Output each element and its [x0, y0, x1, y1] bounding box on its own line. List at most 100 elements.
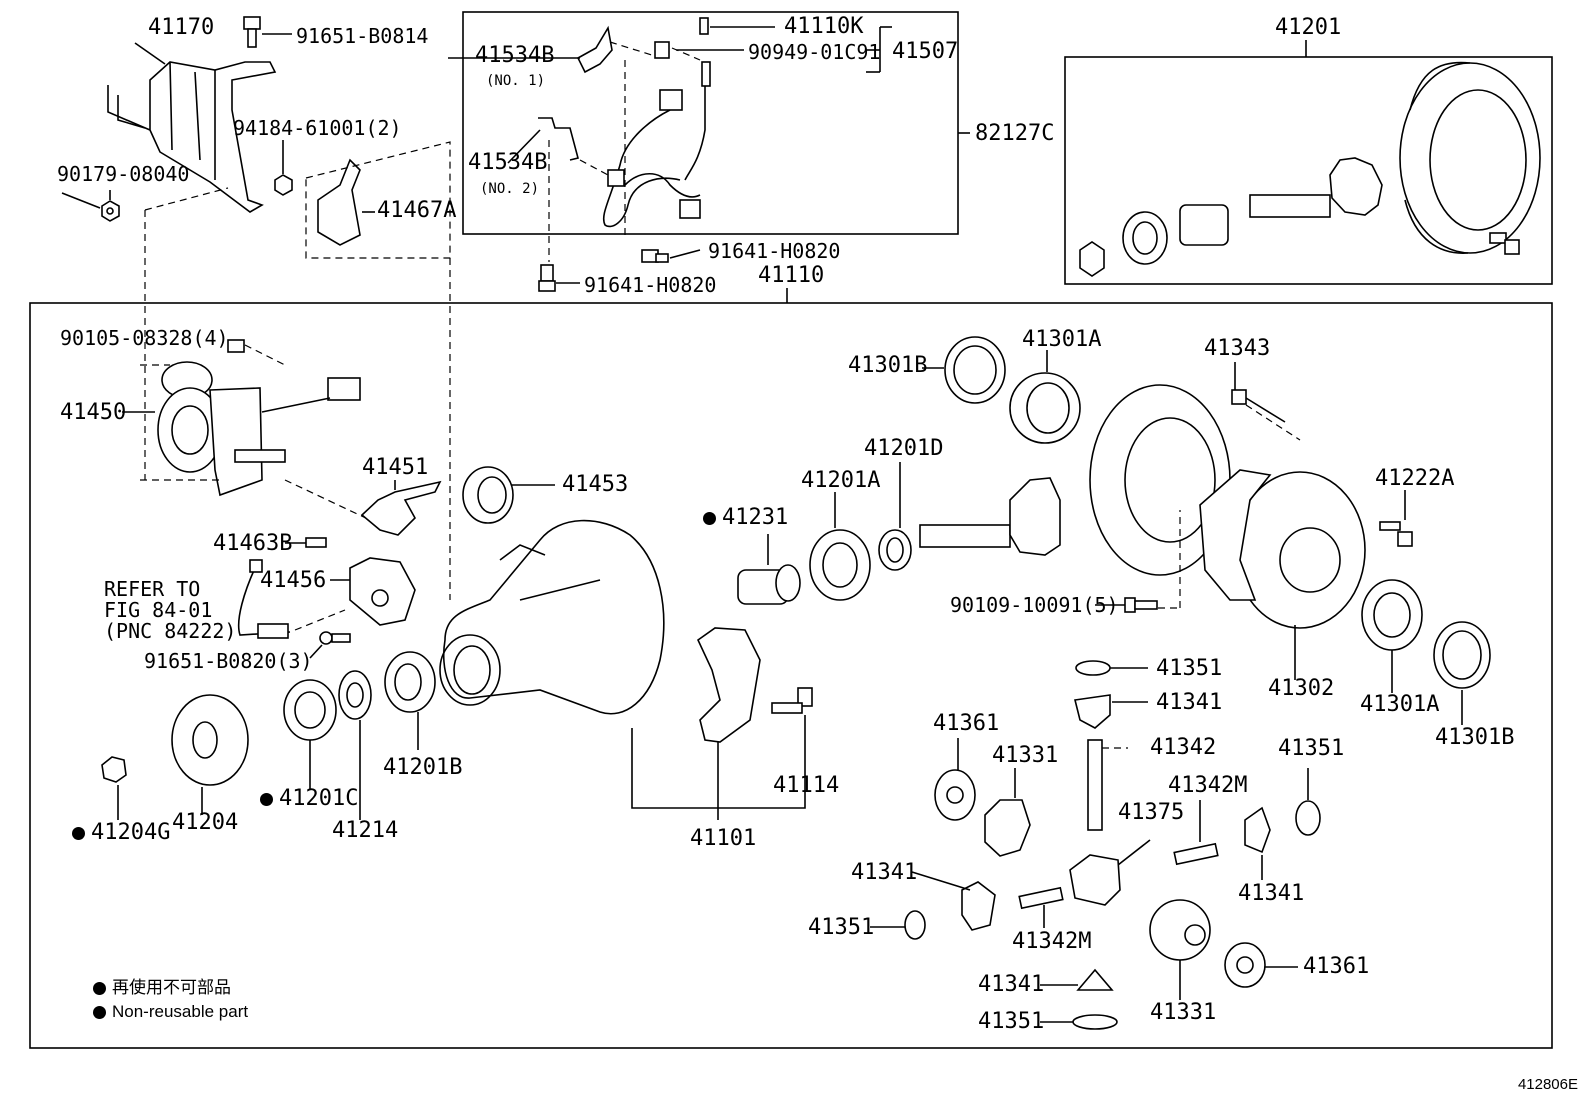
- bolt-90109-10091: [1095, 597, 1158, 613]
- label-41301b-top: 41301B: [848, 353, 928, 378]
- label-41110: 41110: [758, 263, 825, 288]
- label-41204: 41204: [172, 810, 239, 835]
- label-41534b-no2: 41534B: [468, 150, 548, 175]
- label-41331-b: 41331: [1150, 1000, 1217, 1025]
- coupling-41453: [462, 466, 555, 524]
- label-41456: 41456: [260, 568, 327, 593]
- label-41534b-no2-sub: (NO. 2): [480, 181, 540, 197]
- label-41534b-no1: 41534B: [475, 43, 555, 68]
- label-41351-c: 41351: [808, 915, 875, 940]
- bearing-41301a-bottom: [1361, 579, 1423, 693]
- pinion-41201: [919, 477, 1061, 556]
- assembly-frame-41201: [1064, 56, 1553, 285]
- bolt-91641-h0820-b: [538, 264, 580, 292]
- label-41222a: 41222A: [1375, 466, 1455, 491]
- bolt-41463b: [285, 537, 327, 548]
- washer-41201d: [878, 462, 912, 571]
- label-41201c: 41201C: [260, 788, 358, 810]
- label-91641-h0820-a: 91641-H0820: [708, 239, 841, 263]
- label-41302: 41302: [1268, 676, 1335, 701]
- label-41201b: 41201B: [383, 755, 463, 780]
- label-41301a-bottom: 41301A: [1360, 692, 1440, 717]
- label-41101: 41101: [690, 826, 757, 851]
- non-reusable-dot: [703, 511, 716, 525]
- label-41170: 41170: [148, 15, 215, 40]
- label-41351-a: 41351: [1156, 656, 1223, 681]
- label-41301a-top: 41301A: [1022, 327, 1102, 352]
- label-refer-pnc: (PNC 84222): [104, 619, 237, 643]
- flange-41204: [171, 694, 249, 815]
- label-41375: 41375: [1118, 800, 1185, 825]
- label-41341-b: 41341: [1238, 881, 1305, 906]
- label-refer-to: REFER TO: [104, 577, 201, 601]
- label-41351-d: 41351: [978, 1009, 1045, 1034]
- label-41343: 41343: [1204, 336, 1271, 361]
- label-41341-c: 41341: [851, 860, 918, 885]
- nut-94184-61001: [274, 140, 293, 196]
- label-41342: 41342: [1150, 735, 1217, 760]
- label-41301b-bottom: 41301B: [1435, 725, 1515, 750]
- bolt-41343: [1231, 362, 1301, 441]
- fork-41451: [360, 480, 442, 536]
- diff-internals: [870, 660, 1321, 1030]
- label-41451: 41451: [362, 455, 429, 480]
- label-90109-10091: 90109-10091(5): [950, 593, 1119, 617]
- non-reusable-dot: [72, 826, 85, 840]
- actuator-41450: [122, 339, 361, 497]
- label-41201a: 41201A: [801, 468, 881, 493]
- label-41341-a: 41341: [1156, 690, 1223, 715]
- label-41201: 41201: [1275, 15, 1342, 40]
- label-41453: 41453: [562, 472, 629, 497]
- label-41361-a: 41361: [933, 711, 1000, 736]
- bolt-91651-b0820: [309, 631, 351, 659]
- wire-harness-82127c: [538, 17, 775, 262]
- label-41342m-b: 41342M: [1012, 929, 1092, 954]
- nut-90179-08040: [101, 190, 120, 222]
- non-reusable-dot: [93, 982, 106, 996]
- washer-41214: [338, 670, 372, 820]
- label-41341-d: 41341: [978, 972, 1045, 997]
- bolt-41114: [771, 687, 813, 714]
- sensor-41456: [237, 557, 416, 639]
- label-41450: 41450: [60, 400, 127, 425]
- cover-41467a: [317, 158, 375, 246]
- label-41342m-a: 41342M: [1168, 773, 1248, 798]
- label-41361-b: 41361: [1303, 954, 1370, 979]
- label-91651-b0820: 91651-B0820(3): [144, 649, 313, 673]
- legend-english: Non-reusable part: [93, 1001, 248, 1023]
- label-90179-08040: 90179-08040: [57, 162, 190, 186]
- label-41110k: 41110K: [784, 14, 864, 39]
- label-41214: 41214: [332, 818, 399, 843]
- label-41231: 41231: [703, 507, 788, 529]
- spacer-41231: [737, 534, 801, 605]
- bearing-cap-41101: [696, 627, 761, 743]
- bearing-41201b: [384, 651, 436, 750]
- nut-41204g: [101, 756, 127, 820]
- bolt-41222a: [1379, 490, 1413, 547]
- oil-seal-41301b-top: [922, 336, 1006, 404]
- bearing-41201a: [809, 492, 871, 601]
- assembly-frame-41110: [29, 302, 1553, 1049]
- label-91651-b0814: 91651-B0814: [296, 24, 429, 48]
- label-90949-01c91: 90949-01C91: [748, 40, 881, 64]
- non-reusable-dot: [260, 792, 273, 806]
- non-reusable-dot: [93, 1006, 106, 1020]
- label-91641-h0820-b: 91641-H0820: [584, 273, 717, 297]
- bearing-41301a-top: [1009, 350, 1081, 444]
- differential-case-41302: [1199, 469, 1366, 680]
- bracket-41170: [107, 42, 277, 213]
- bolt-91651-b0814: [243, 16, 292, 48]
- assembly-frame-82127c: [462, 11, 959, 235]
- label-90105-08328: 90105-08328(4): [60, 326, 229, 350]
- oil-seal-41201c: [283, 679, 337, 790]
- label-41331-a: 41331: [992, 743, 1059, 768]
- label-41463b: 41463B: [213, 531, 293, 556]
- label-41534b-no1-sub: (NO. 1): [486, 73, 546, 89]
- label-41351-b: 41351: [1278, 736, 1345, 761]
- label-94184-61001: 94184-61001(2): [233, 116, 402, 140]
- label-41507: 41507: [892, 39, 959, 64]
- oil-seal-41301b-bottom: [1433, 621, 1491, 725]
- ring-gear-set-41201: [1079, 61, 1541, 277]
